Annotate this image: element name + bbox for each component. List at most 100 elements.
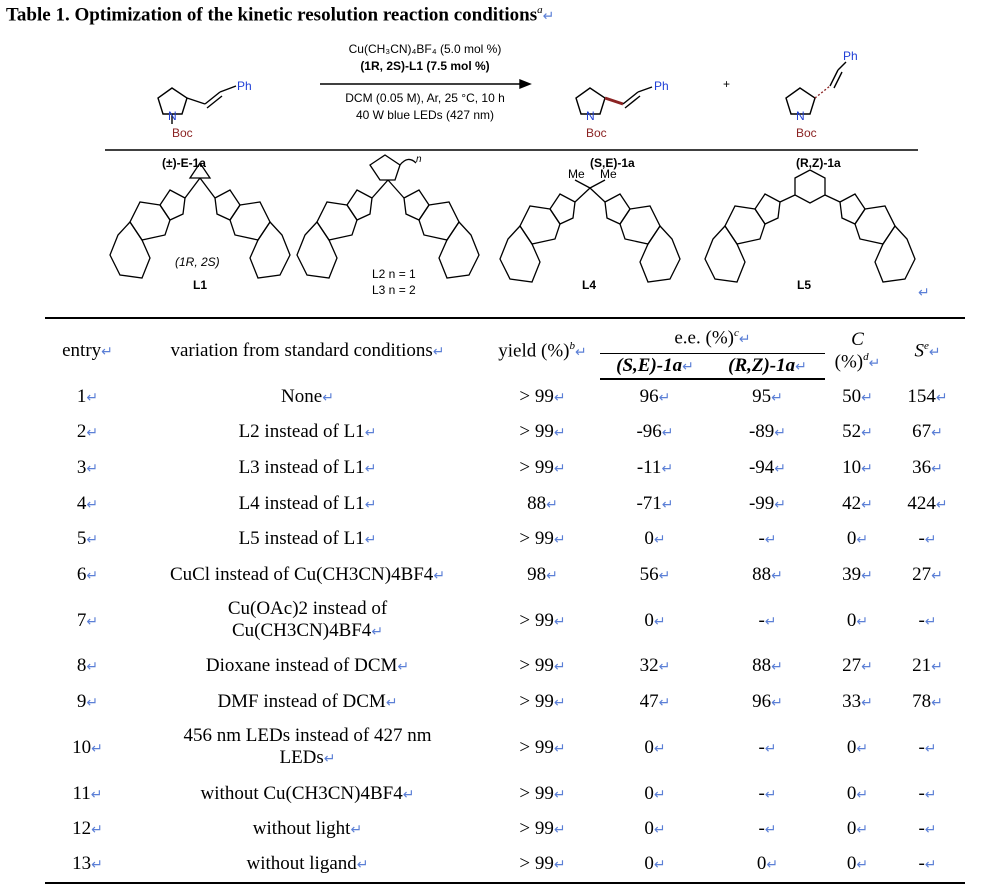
ligand-l5-structure <box>704 169 916 283</box>
cell-ee-rz: -↵ <box>758 528 777 550</box>
cell-variation: L2 instead of L1↵ <box>238 421 377 443</box>
cell-selectivity: 36↵ <box>912 456 943 478</box>
cell-conversion: 27↵ <box>842 655 873 677</box>
substrate-structure <box>157 85 237 124</box>
reaction-scheme: N Boc Ph (±)-E-1a Cu(CH₃CN)₄BF₄ (5.0 mol… <box>105 42 930 300</box>
cell-yield: > 99↵ <box>519 421 566 443</box>
cell-selectivity: -↵ <box>890 846 965 884</box>
cell-variation: 456 nm LEDs instead of 427 nm LEDs↵ <box>183 724 432 768</box>
table-row: 13↵without ligand↵> 99↵0↵0↵0↵-↵ <box>45 846 965 884</box>
cell-ee-rz: 95↵ <box>752 386 783 408</box>
cell-variation: L3 instead of L1↵ <box>238 456 377 478</box>
cell-ee-se: -71↵ <box>636 492 674 514</box>
cell-variation: L5 instead of L1↵ <box>238 528 377 550</box>
cell-ee-se: 0↵ <box>600 846 710 884</box>
cell-selectivity: -↵ <box>918 528 937 550</box>
cell-entry: 1↵ <box>76 385 99 407</box>
table-row: 10↵456 nm LEDs instead of 427 nm LEDs↵> … <box>45 720 965 776</box>
table-title: Table 1. Optimization of the kinetic res… <box>6 4 554 26</box>
substrate-label: (±)-E-1a <box>162 156 206 170</box>
cell-yield: > 99↵ <box>519 655 566 677</box>
cell-entry: 7↵ <box>76 609 99 631</box>
l4-label: L4 <box>582 278 596 292</box>
cell-entry: 8↵ <box>76 655 99 677</box>
l2-n-subscript: n <box>416 154 422 165</box>
cell-variation: Cu(OAc)2 instead of Cu(CH3CN)4BF4↵ <box>227 597 388 641</box>
cell-entry: 4↵ <box>76 492 99 514</box>
cell-ee-rz: -↵ <box>758 736 777 758</box>
l4-me-right: Me <box>600 167 617 181</box>
cell-ee-se: 0↵ <box>644 528 666 550</box>
cell-conversion: 0↵ <box>825 846 890 884</box>
cell-conversion: 33↵ <box>842 690 873 712</box>
product1-label: (S,E)-1a <box>590 156 635 170</box>
header-entry: entry↵ <box>45 317 130 379</box>
cell-selectivity: 67↵ <box>912 421 943 443</box>
return-mark-icon: ↵ <box>542 9 555 25</box>
cell-entry: 3↵ <box>76 456 99 478</box>
cell-yield: > 99↵ <box>519 528 566 550</box>
table-row: 12↵without light↵> 99↵0↵-↵0↵-↵ <box>45 811 965 847</box>
header-ee-se: (S,E)-1a↵ <box>600 353 710 380</box>
l5-label: L5 <box>797 278 811 292</box>
table-row: 6↵CuCl instead of Cu(CH3CN)4BF4↵98↵56↵88… <box>45 557 965 593</box>
cell-selectivity: 78↵ <box>912 690 943 712</box>
cell-selectivity: 154↵ <box>907 385 948 407</box>
cell-entry: 5↵ <box>76 528 99 550</box>
cell-yield: > 99↵ <box>519 609 566 631</box>
cell-entry: 12↵ <box>72 818 103 840</box>
condition-1: Cu(CH₃CN)₄BF₄ (5.0 mol %) <box>349 42 502 56</box>
cell-ee-rz: 88↵ <box>752 563 783 585</box>
cell-conversion: 50↵ <box>842 385 873 407</box>
l3-label: L3 n = 2 <box>372 283 416 297</box>
table-row: 9↵DMF instead of DCM↵> 99↵47↵96↵33↵78↵ <box>45 684 965 720</box>
title-footnote: a <box>537 4 543 16</box>
product2-boc: Boc <box>796 126 817 140</box>
cell-ee-se: 0↵ <box>644 818 666 840</box>
product1-ph: Ph <box>654 79 669 93</box>
cell-conversion: 0↵ <box>846 528 869 550</box>
cell-yield: 88↵ <box>527 492 558 514</box>
product2-n: N <box>796 109 805 123</box>
plus-sign: + <box>723 77 730 91</box>
cell-variation: Dioxane instead of DCM↵ <box>205 655 410 677</box>
cell-variation: DMF instead of DCM↵ <box>217 690 398 712</box>
product1-n: N <box>586 109 595 123</box>
cell-selectivity: -↵ <box>918 782 937 804</box>
cell-entry: 13↵ <box>45 846 130 884</box>
substrate-boc: Boc <box>172 126 193 140</box>
cell-entry: 9↵ <box>76 690 99 712</box>
ligand-l4-structure <box>499 179 681 283</box>
product2-ph: Ph <box>843 49 858 63</box>
cell-yield: 98↵ <box>527 563 558 585</box>
table-row: 4↵L4 instead of L1↵88↵-71↵-99↵42↵424↵ <box>45 486 965 522</box>
table-row: 2↵L2 instead of L1↵> 99↵-96↵-89↵52↵67↵ <box>45 415 965 451</box>
cell-variation: without light↵ <box>252 818 363 840</box>
l4-me-left: Me <box>568 167 585 181</box>
condition-2: (1R, 2S)-L1 (7.5 mol %) <box>360 59 489 73</box>
cell-ee-se: 0↵ <box>644 782 666 804</box>
substrate-ph: Ph <box>237 79 252 93</box>
cell-yield: > 99↵ <box>519 385 566 407</box>
table-row: 8↵Dioxane instead of DCM↵> 99↵32↵88↵27↵2… <box>45 649 965 685</box>
table-row: 7↵ Cu(OAc)2 instead of Cu(CH3CN)4BF4↵ > 99… <box>45 593 965 649</box>
substrate-n: N <box>168 109 177 123</box>
condition-3: DCM (0.05 M), Ar, 25 °C, 10 h <box>345 91 505 105</box>
cell-selectivity: 424↵ <box>907 492 948 514</box>
cell-ee-se: 96↵ <box>639 386 671 408</box>
cell-variation: without Cu(CH3CN)4BF4↵ <box>200 782 415 804</box>
l2-label: L2 n = 1 <box>372 267 416 281</box>
cell-conversion: 52↵ <box>842 421 873 443</box>
table-row: 3↵L3 instead of L1↵> 99↵-11↵-94↵10↵36↵ <box>45 450 965 486</box>
product2-structure <box>785 61 847 115</box>
cell-selectivity: 27↵ <box>912 563 943 585</box>
ligand-l2-l3-structure <box>296 154 480 279</box>
cell-ee-se: 0↵ <box>644 736 666 758</box>
cell-yield: > 99↵ <box>519 690 566 712</box>
cell-ee-se: 47↵ <box>639 690 671 712</box>
cell-ee-se: -96↵ <box>636 421 674 443</box>
cell-selectivity: -↵ <box>918 609 937 631</box>
cell-ee-se: -11↵ <box>636 456 674 478</box>
header-ee-rz: (R,Z)-1a↵ <box>710 353 825 380</box>
cell-conversion: 10↵ <box>842 456 873 478</box>
